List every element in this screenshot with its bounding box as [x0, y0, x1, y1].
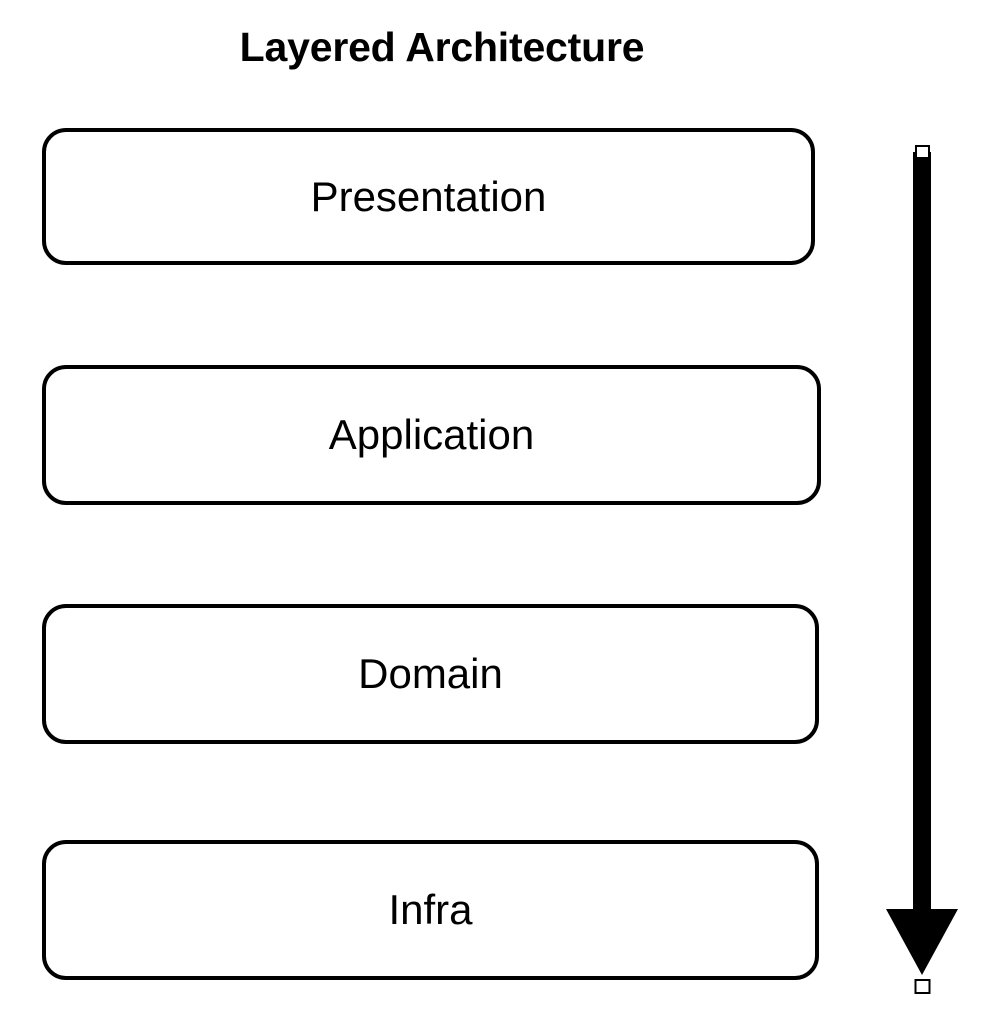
- layer-box-application[interactable]: Application: [42, 365, 821, 505]
- arrow-head-icon: [886, 909, 958, 975]
- page-title: Layered Architecture: [239, 24, 645, 70]
- layer-label: Presentation: [310, 172, 547, 220]
- layer-box-domain[interactable]: Domain: [42, 604, 819, 744]
- arrow-end-handle[interactable]: [914, 979, 931, 994]
- layer-label: Domain: [358, 650, 503, 697]
- layer-box-presentation[interactable]: Presentation: [42, 128, 815, 265]
- layer-box-infra[interactable]: Infra: [42, 840, 819, 980]
- arrow-start-handle[interactable]: [915, 145, 930, 159]
- downward-dependency-arrow[interactable]: [880, 140, 970, 1000]
- layer-label: Infra: [388, 886, 473, 933]
- layer-label: Application: [328, 411, 535, 458]
- arrow-shaft: [913, 152, 931, 909]
